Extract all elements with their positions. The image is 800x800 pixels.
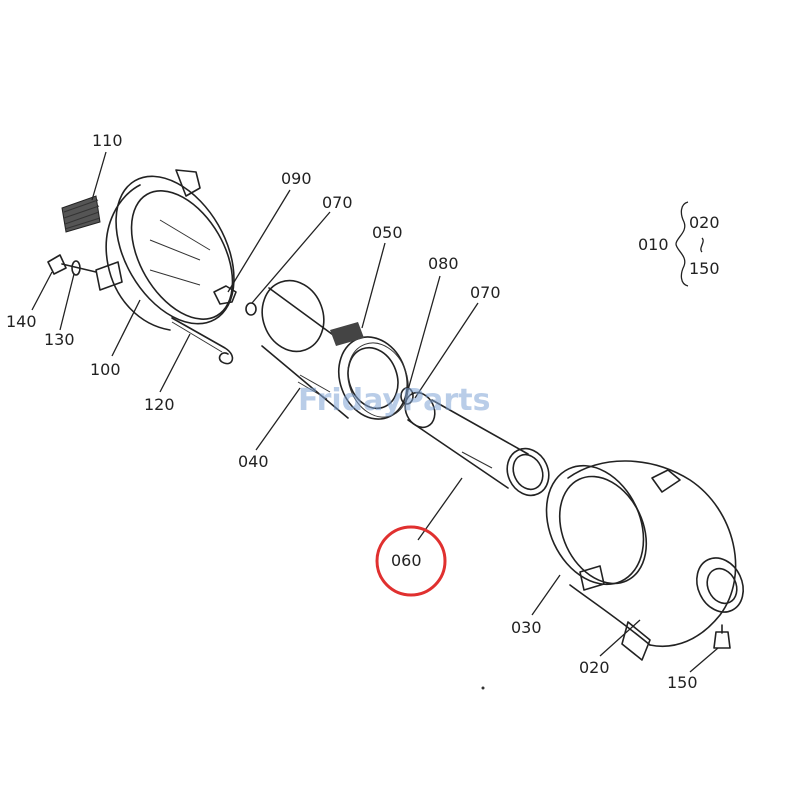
clamp-120 [171, 317, 234, 365]
callout-150: 150 [667, 673, 698, 692]
callout-070-a: 070 [322, 193, 353, 212]
callout-120: 120 [144, 395, 175, 414]
callout-100: 100 [90, 360, 121, 379]
seal-050 [347, 342, 409, 418]
highlight-circle [375, 525, 447, 597]
housing-030 [545, 460, 737, 647]
outlet-020 [621, 557, 744, 661]
callout-140: 140 [6, 312, 37, 331]
callout-070-b: 070 [470, 283, 501, 302]
gasket-080 [400, 387, 414, 405]
watermark: FridayParts [298, 383, 490, 418]
callout-090: 090 [281, 169, 312, 188]
group-to-number: 150 [689, 259, 720, 278]
callout-110: 110 [92, 131, 123, 150]
inner-element-060 [404, 391, 550, 497]
clip-090 [213, 285, 237, 305]
callout-labels: 110 090 070 050 080 070 140 130 100 120 … [6, 131, 720, 692]
callout-020: 020 [579, 658, 610, 677]
mesh-screen-110 [61, 195, 101, 233]
callout-040: 040 [238, 452, 269, 471]
group-main-number: 010 [638, 235, 669, 254]
valve-150 [713, 624, 731, 649]
washer-130 [71, 260, 81, 276]
callout-060: 060 [391, 551, 422, 570]
gasket-070-a [245, 302, 257, 316]
speck [481, 686, 485, 690]
group-from-number: 020 [689, 213, 720, 232]
callout-080: 080 [428, 254, 459, 273]
leader-lines [31, 151, 719, 673]
callout-130: 130 [44, 330, 75, 349]
wing-bolt-140 [47, 254, 97, 275]
callout-050: 050 [372, 223, 403, 242]
callout-030: 030 [511, 618, 542, 637]
cap-100 [95, 169, 235, 331]
group-bracket [675, 201, 704, 287]
